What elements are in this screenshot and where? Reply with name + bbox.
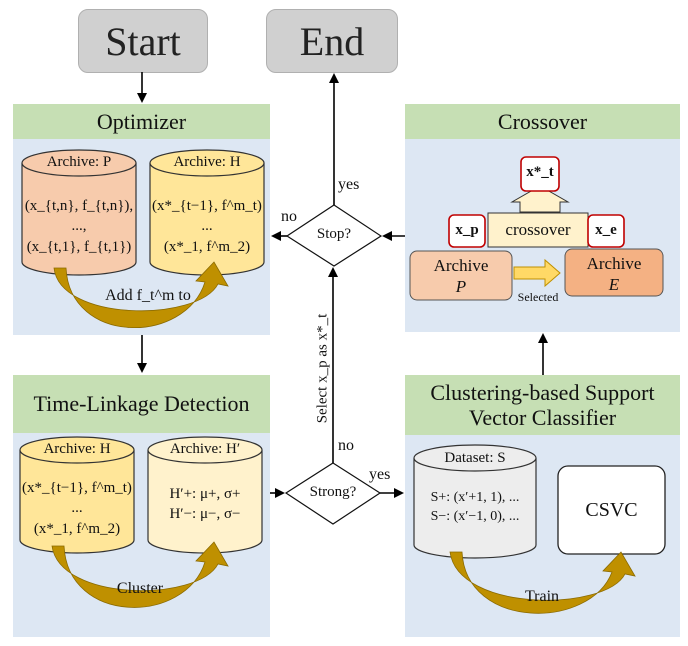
crossover-title: Crossover [497,108,588,134]
end-label: End [299,18,365,64]
csvc-dataset-line1: S+: (x′+1, 1), ... [430,490,520,505]
time-linkage-header: Time-Linkage Detection [13,375,270,433]
csvc-dataset-contents: S+: (x′+1, 1), ... S−: (x′−1, 0), ... [414,489,536,527]
csvc-dataset-label: Dataset: S [444,450,506,466]
tld-archive-h-prime-line1: H′+: μ+, σ+ [169,486,241,502]
optimizer-add-arrow [53,261,229,329]
optimizer-archive-h-line3: (x*_1, f^m_2) [163,238,251,255]
stop-yes-label: yes [338,176,360,193]
strong-yes-label: yes [369,466,391,483]
stop-no-label: no [281,208,297,225]
strong-no-label: no [338,437,354,454]
optimizer-archive-h-contents: (x*_{t−1}, f^m_t) ... (x*_1, f^m_2) [150,196,264,257]
optimizer-title: Optimizer [96,108,187,134]
tld-archive-h-cylinder [19,436,135,554]
csvc-title-line2: Vector Classifier [468,405,617,430]
optimizer-archive-p-line3: (x_{t,1}, f_{t,1}) [26,238,132,255]
xp-box [448,214,486,248]
crossover-archive-p-line1: Archive [433,256,489,275]
end-terminal: End [266,9,398,73]
start-terminal: Start [78,9,208,73]
tld-cluster-label: Cluster [116,580,164,597]
xe-box [587,214,625,248]
csvc-box [557,465,666,555]
crossover-archive-p-text: Archive P [410,255,512,298]
xe-label: x_e [595,222,617,238]
optimizer-archive-h-line1: (x*_{t−1}, f^m_t) [152,198,262,214]
selected-label: Selected [517,290,559,304]
crossover-archive-p-line2: P [455,277,467,297]
start-label: Start [105,18,181,64]
tld-archive-h-prime-contents: H′+: μ+, σ+ H′−: μ−, σ− [148,484,262,525]
tld-archive-h-prime-cylinder [147,436,263,554]
xt-star-box [520,156,560,192]
optimizer-archive-h-line2: ... [201,218,213,235]
tld-archive-h-line3: (x*_1, f^m_2) [33,520,121,537]
optimizer-archive-p-label: Archive: P [46,154,112,170]
selected-arrow [513,258,561,288]
optimizer-archive-p-line1: (x_{t,n}, f_{t,n}), [24,198,134,214]
tld-archive-h-prime-line2: H′−: μ−, σ− [169,506,241,523]
optimizer-header: Optimizer [13,104,270,139]
crossover-archive-e-line2: E [608,275,620,295]
select-xp-label: Select x_p as x*_t [314,313,331,424]
csvc-box-label: CSVC [585,499,638,521]
tld-archive-h-contents: (x*_{t−1}, f^m_t) ... (x*_1, f^m_2) [20,478,134,539]
xp-label: x_p [455,222,479,238]
crossover-archive-p-box [409,250,513,301]
csvc-dataset-line2: S−: (x′−1, 0), ... [430,508,520,524]
strong-diamond [284,462,382,525]
time-linkage-title: Time-Linkage Detection [33,391,250,417]
tld-archive-h-label: Archive: H [43,441,111,457]
stop-label: Stop? [316,226,352,242]
crossover-archive-e-text: Archive E [565,253,663,296]
stop-diamond [285,204,383,267]
csvc-header: Clustering-based Support Vector Classifi… [405,375,680,435]
crossover-bar-label: crossover [505,220,571,239]
csvc-train-arrow [449,551,636,614]
xt-star-label: x*_t [526,164,554,180]
csvc-train-label: Train [524,588,560,605]
strong-label: Strong? [309,484,357,500]
optimizer-add-label: Add f_t^m to [105,287,191,304]
crossover-archive-e-box [564,248,664,297]
optimizer-archive-p-line2: ..., [71,218,87,235]
optimizer-archive-p-contents: (x_{t,n}, f_{t,n}), ..., (x_{t,1}, f_{t,… [22,196,136,257]
csvc-dataset-cylinder [413,444,537,559]
tld-archive-h-line2: ... [71,500,83,517]
crossover-header: Crossover [405,104,680,139]
tld-archive-h-prime-label: Archive: H′ [169,441,241,457]
optimizer-archive-h-label: Archive: H [173,154,241,170]
optimizer-archive-h-cylinder [149,149,265,276]
tld-archive-h-line1: (x*_{t−1}, f^m_t) [22,480,132,496]
crossover-bar [487,212,589,248]
csvc-title-line1: Clustering-based Support [430,379,655,405]
crossover-archive-e-line1: Archive [586,254,642,273]
tld-cluster-arrow [51,541,229,608]
optimizer-archive-p-cylinder [21,149,137,276]
